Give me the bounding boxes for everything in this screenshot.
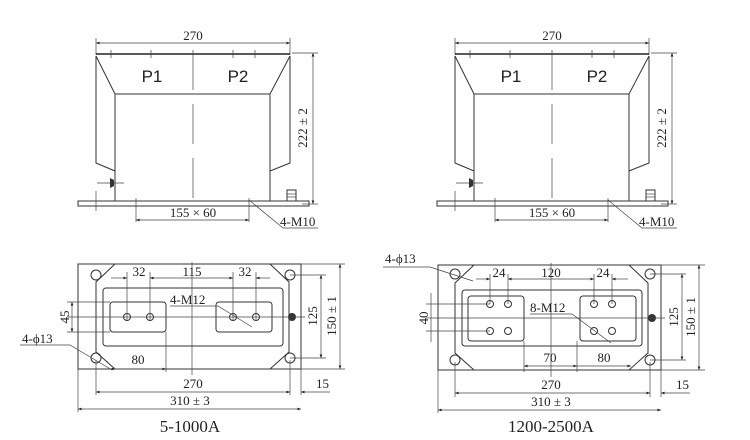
inner-gap: 70 bbox=[544, 350, 557, 365]
vertical-spacing: 40 bbox=[416, 312, 431, 325]
mount-span: 270 bbox=[183, 376, 203, 391]
window-width: 80 bbox=[132, 352, 145, 367]
base-slot-label: 155 × 60 bbox=[529, 205, 575, 220]
terminal-callout: 4-M12 bbox=[170, 292, 205, 307]
terminal-p2: P2 bbox=[228, 67, 249, 86]
mount-depth: 125 bbox=[305, 306, 320, 326]
mount-hole-callout: 4-ϕ13 bbox=[385, 251, 416, 266]
terminal-spacing-right: 24 bbox=[597, 265, 611, 280]
top-view-1200-2500A: 40 24 120 24 8-M12 4-ϕ13 70 80 270 15 31… bbox=[383, 251, 705, 436]
bolt-callout: 4-M10 bbox=[639, 214, 674, 229]
edge-offset: 15 bbox=[316, 376, 329, 391]
mount-depth: 125 bbox=[666, 307, 681, 327]
terminal-p2: P2 bbox=[587, 67, 608, 86]
window-width: 80 bbox=[598, 350, 611, 365]
top-view-5-1000A: 32 115 32 4-M12 45 4-ϕ13 80 270 15 310 ±… bbox=[20, 262, 345, 436]
terminal-spacing-right: 32 bbox=[239, 264, 252, 279]
center-spacing: 115 bbox=[182, 264, 201, 279]
terminal-spacing-left: 32 bbox=[133, 264, 146, 279]
overall-width: 310 ± 3 bbox=[170, 393, 210, 408]
terminal-spacing-left: 24 bbox=[493, 265, 507, 280]
height-label: 222 ± 2 bbox=[654, 108, 669, 148]
height-label: 222 ± 2 bbox=[295, 108, 310, 148]
overall-depth: 150 ± 1 bbox=[683, 297, 698, 337]
front-view-1200-2500A: 270 P1 P2 222 ± 2 155 × 60 4-M10 bbox=[436, 28, 677, 229]
base-slot-label: 155 × 60 bbox=[170, 205, 216, 220]
caption: 1200-2500A bbox=[508, 417, 595, 436]
bolt-callout: 4-M10 bbox=[280, 214, 315, 229]
width-label: 270 bbox=[183, 28, 203, 43]
overall-width: 310 ± 3 bbox=[531, 394, 571, 409]
overall-depth: 150 ± 1 bbox=[324, 296, 339, 336]
edge-offset: 15 bbox=[676, 377, 689, 392]
terminal-p1: P1 bbox=[501, 67, 522, 86]
terminal-p1: P1 bbox=[142, 67, 163, 86]
caption: 5-1000A bbox=[160, 417, 221, 436]
terminal-callout: 8-M12 bbox=[530, 300, 565, 315]
mount-hole-callout: 4-ϕ13 bbox=[22, 331, 53, 346]
vertical-spacing: 45 bbox=[57, 311, 72, 324]
center-spacing: 120 bbox=[541, 265, 561, 280]
front-view-5-1000A: 270 P1 P2 222 ± 2 155 × 60 4-M bbox=[77, 28, 318, 229]
mount-span: 270 bbox=[541, 377, 561, 392]
width-label: 270 bbox=[542, 28, 562, 43]
